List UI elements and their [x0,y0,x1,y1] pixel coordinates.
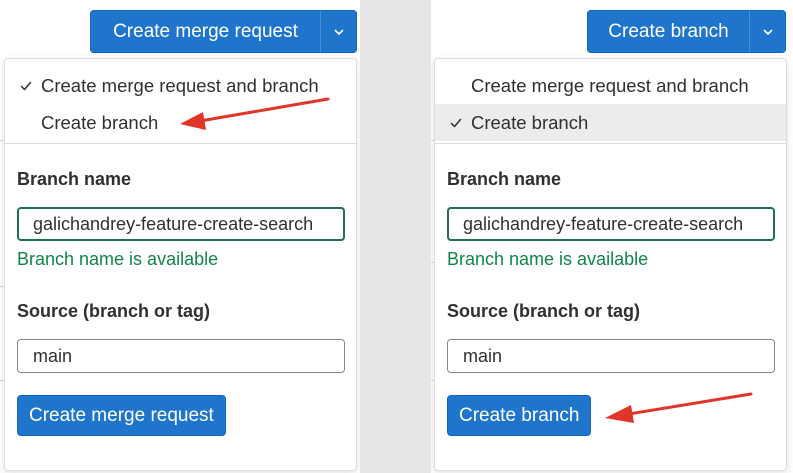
dropdown-toggle-button[interactable] [749,10,786,53]
branch-name-label: Branch name [447,169,562,189]
menu-item-label: Create branch [471,111,589,133]
create-merge-request-submit-button[interactable]: Create merge request [17,395,226,436]
branch-name-input[interactable]: galichandrey-feature-create-search [447,207,775,241]
source-label: Source (branch or tag) [447,301,641,321]
menu-item-create-merge-request-and-branch[interactable]: Create merge request and branch [5,67,356,104]
create-branch-split-button: Create branch [587,10,786,53]
create-options-menu: Create merge request and branch Create b… [435,59,786,141]
branch-name-label: Branch name [17,169,132,189]
menu-item-create-branch[interactable]: Create branch [435,104,786,141]
create-merge-request-button[interactable]: Create merge request [90,10,320,53]
right-screenshot: Create branch Create merge request and b… [431,0,793,473]
chevron-down-icon [763,29,772,35]
menu-item-label: Create merge request and branch [41,74,319,96]
branch-name-status: Branch name is available [17,249,219,269]
menu-item-create-branch[interactable]: Create branch [5,104,356,141]
menu-divider [435,143,786,144]
source-label: Source (branch or tag) [17,301,211,321]
branch-name-status: Branch name is available [447,249,649,269]
left-screenshot: Create merge request Create merge reques… [0,0,360,473]
background-divider [0,286,6,287]
background-divider [0,380,6,381]
check-icon [20,81,32,91]
menu-item-label: Create merge request and branch [471,74,749,96]
create-branch-submit-button[interactable]: Create branch [447,395,592,436]
menu-item-create-merge-request-and-branch[interactable]: Create merge request and branch [435,67,786,104]
menu-item-label: Create branch [41,111,159,133]
separator-gutter [360,0,431,473]
branch-form: Branch name galichandrey-feature-create-… [17,169,345,436]
create-options-dropdown: Create merge request and branch Create b… [4,58,357,471]
source-input[interactable]: main [17,339,345,373]
create-options-dropdown: Create merge request and branch Create b… [434,58,787,471]
check-icon [450,118,462,128]
background-divider [0,140,6,141]
branch-form: Branch name galichandrey-feature-create-… [447,169,775,436]
create-branch-button[interactable]: Create branch [587,10,749,53]
chevron-down-icon [334,29,343,35]
dropdown-toggle-button[interactable] [320,10,357,53]
create-merge-request-split-button: Create merge request [90,10,357,53]
create-options-menu: Create merge request and branch Create b… [5,59,356,141]
source-input[interactable]: main [447,339,775,373]
menu-divider [5,143,356,144]
branch-name-input[interactable]: galichandrey-feature-create-search [17,207,345,241]
